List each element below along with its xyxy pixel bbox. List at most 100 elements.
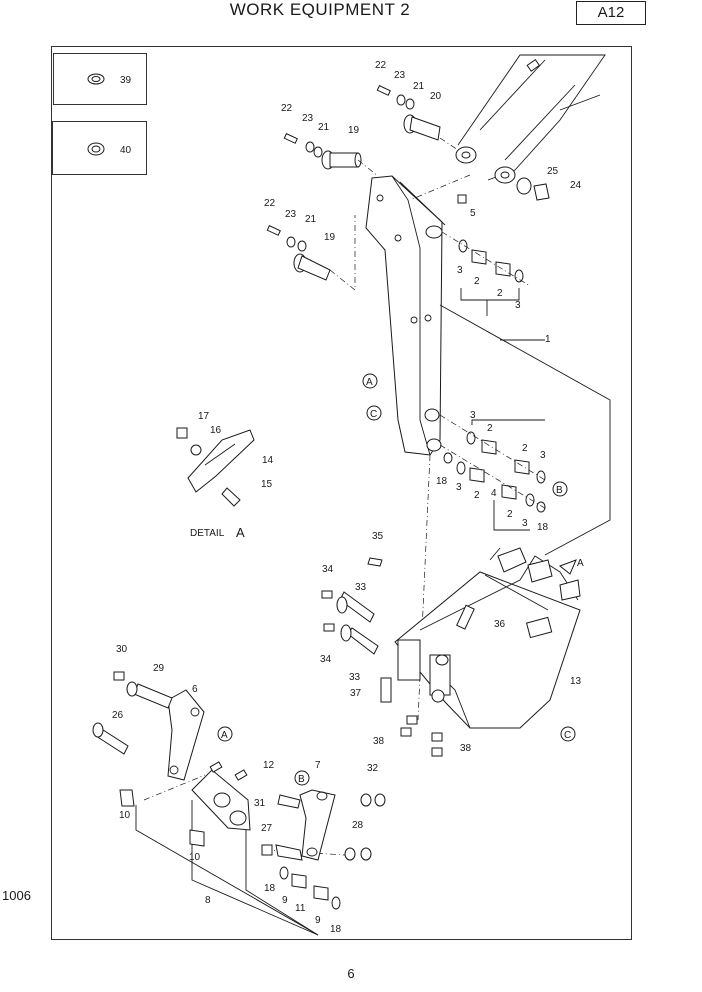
ref-circle-c-right: C [560,726,576,742]
callout-33: 33 [349,672,361,683]
callout-23: 23 [302,113,314,124]
callout-38: 38 [460,743,472,754]
callout-15: 15 [261,479,273,490]
page-code-badge: A12 [576,1,646,25]
callout-19: 19 [348,125,360,136]
inset-box-40 [52,121,147,175]
side-code: 1006 [2,888,31,903]
page-number: 6 [347,966,355,981]
page-title: WORK EQUIPMENT 2 [229,0,411,19]
detail-a-tooth [176,427,255,507]
callout-32: 32 [367,763,379,774]
callout-19: 19 [324,232,336,243]
callout-36: 36 [494,619,506,630]
washer-39-icon [87,73,105,85]
callout-16: 16 [210,425,222,436]
callout-34: 34 [322,564,334,575]
callout-31: 31 [254,798,266,809]
callout-27: 27 [261,823,273,834]
callout-17: 17 [198,411,210,422]
link-structure [365,175,446,456]
callout-18: 18 [330,924,342,935]
callout-22: 22 [281,103,293,114]
detail-ref: A [236,525,245,540]
callout-7: 7 [315,760,321,771]
callout-18: 18 [537,522,549,533]
svg-text:C: C [370,409,377,420]
callout-20: 20 [430,91,442,102]
callout-5: 5 [470,208,476,219]
callout-10: 10 [189,852,201,863]
callout-33: 33 [355,582,367,593]
callout-23: 23 [285,209,297,220]
bucket [394,547,581,729]
ref-circle-a-lower: A [217,726,233,742]
callout-18: 18 [436,476,448,487]
bucket-pins [321,557,475,757]
callout-9: 9 [315,915,321,926]
callout-38: 38 [373,736,385,747]
lower-pins-bushings [92,671,386,910]
view-arrow-a-icon [559,559,577,575]
svg-text:B: B [298,774,305,785]
arm-structure [455,54,606,184]
callout-2: 2 [474,490,480,501]
callout-14: 14 [262,455,274,466]
callout-21: 21 [318,122,330,133]
callout-2: 2 [487,423,493,434]
svg-text:A: A [366,377,373,388]
pin-20 [403,114,441,141]
callout-4: 4 [491,488,497,499]
washer-40-icon [87,142,105,156]
svg-text:B: B [556,485,563,496]
pin-19-upper [321,150,362,170]
link-7 [299,789,336,861]
callout-3: 3 [540,450,546,461]
callout-11: 11 [295,903,306,914]
detail-label: DETAIL [190,528,225,539]
callout-2: 2 [474,276,480,287]
ref-circle-c-upper: C [366,405,382,421]
inset-label-40: 40 [120,145,132,156]
ref-circle-a-upper: A [362,373,378,389]
callout-2: 2 [522,443,528,454]
callout-10: 10 [119,810,131,821]
callout-28: 28 [352,820,364,831]
callout-18: 18 [264,883,276,894]
callout-8: 8 [205,895,211,906]
pin-19-lower [293,253,331,281]
callout-9: 9 [282,895,288,906]
callout-24: 24 [570,180,582,191]
callout-29: 29 [153,663,165,674]
diagram-frame [51,46,632,940]
callout-1: 1 [545,334,551,345]
callout-35: 35 [372,531,384,542]
ref-circle-b-lower: B [294,770,310,786]
callout-3: 3 [515,300,521,311]
callout-6: 6 [192,684,198,695]
side-link-6 [167,689,205,781]
callout-34: 34 [320,654,332,665]
callout-3: 3 [470,410,476,421]
link-8-assembly [191,761,251,831]
callout-3: 3 [456,482,462,493]
callout-22: 22 [375,60,387,71]
callout-23: 23 [394,70,406,81]
callout-26: 26 [112,710,124,721]
callout-3: 3 [522,518,528,529]
svg-text:A: A [221,730,228,741]
callout-21: 21 [305,214,317,225]
callout-2: 2 [507,509,513,520]
callout-37: 37 [350,688,362,699]
inset-box-39 [53,53,147,105]
callout-12: 12 [263,760,275,771]
view-arrow-label: A [577,558,584,569]
ref-circle-b-right: B [552,481,568,497]
svg-text:C: C [564,730,571,741]
callout-21: 21 [413,81,425,92]
callout-30: 30 [116,644,128,655]
callout-3: 3 [457,265,463,276]
callout-22: 22 [264,198,276,209]
callout-2: 2 [497,288,503,299]
